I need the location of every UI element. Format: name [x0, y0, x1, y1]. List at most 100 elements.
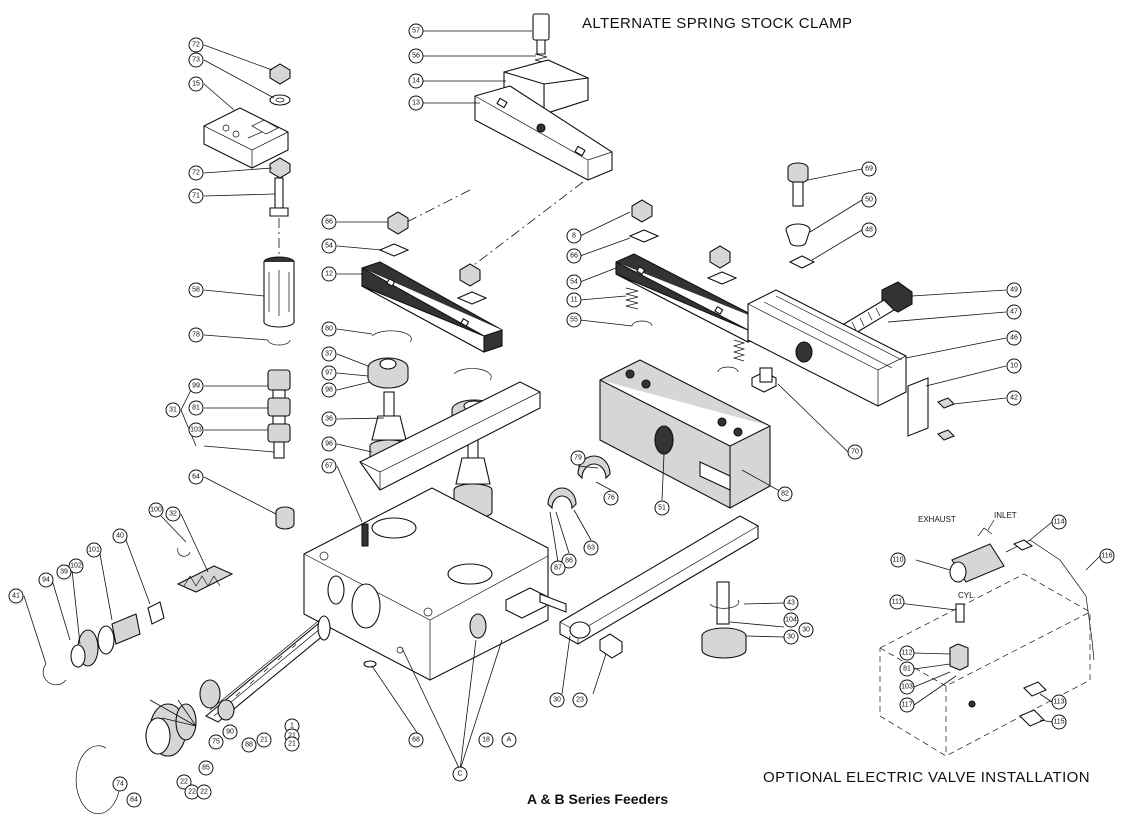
callout-number: 22: [188, 789, 196, 796]
callout-bubble: [603, 490, 619, 506]
callout-number: 68: [412, 737, 420, 744]
callout-number: 67: [325, 463, 333, 470]
callout-bubble: [583, 540, 599, 556]
callout-41: 41: [8, 588, 24, 604]
callout-56: 56: [408, 48, 424, 64]
callout-bubble: [566, 292, 582, 308]
callout-number: 8: [572, 233, 576, 240]
callout-bubble: [890, 552, 906, 568]
callout-bubble: [8, 588, 24, 604]
callout-bubble: [561, 553, 577, 569]
callout-66: 66: [566, 248, 582, 264]
callout-number: 98: [325, 387, 333, 394]
callout-86: 86: [561, 553, 577, 569]
callout-number: 81: [903, 666, 911, 673]
callout-number: 63: [587, 545, 595, 552]
callout-number: 49: [1010, 287, 1018, 294]
callout-number: 31: [169, 407, 177, 414]
callout-number: 86: [565, 558, 573, 565]
leader-lines: [23, 30, 1101, 771]
callout-10: 10: [1006, 358, 1022, 374]
callout-71: 71: [188, 188, 204, 204]
main-body-block: [303, 381, 567, 681]
callout-number: 18: [482, 737, 490, 744]
callout-number: 99: [192, 383, 200, 390]
callout-90: 90: [222, 724, 238, 740]
callout-bubble: [148, 502, 164, 518]
callout-bubble: [284, 736, 300, 752]
valve-installation: [879, 519, 1095, 757]
callout-112: 112: [899, 645, 915, 661]
callout-81: 81: [899, 661, 915, 677]
callout-87: 87: [550, 560, 566, 576]
callout-bubble: [549, 692, 565, 708]
callout-number: 115: [1053, 719, 1064, 726]
callout-69: 69: [861, 161, 877, 177]
diagram-title: A & B Series Feeders: [527, 791, 669, 807]
callout-bubble: [126, 792, 142, 808]
callout-number: 102: [70, 563, 82, 570]
callout-number: 69: [865, 166, 873, 173]
callout-number: 30: [553, 697, 561, 704]
callout-bubble: [198, 760, 214, 776]
callout-80: 80: [321, 321, 337, 337]
callout-bubble: [321, 346, 337, 362]
callout-bubble: [188, 165, 204, 181]
callout-bubble: [408, 95, 424, 111]
callout-bubble: [165, 506, 181, 522]
callout-72: 72: [188, 37, 204, 53]
callout-bubble: [56, 564, 72, 580]
callout-number: 58: [192, 287, 200, 294]
callout-bubble: [899, 645, 915, 661]
callout-number: 13: [412, 100, 420, 107]
callout-bubble: [321, 411, 337, 427]
callout-bubble: [188, 327, 204, 343]
callout-bubble: [321, 436, 337, 452]
callout-bubble: [1051, 514, 1067, 530]
callout-bubble: [899, 697, 915, 713]
callout-bubble: [208, 734, 224, 750]
callout-99: 99: [188, 378, 204, 394]
callout-number: 113: [1053, 699, 1064, 706]
callout-C: C: [452, 766, 468, 782]
callout-number: C: [457, 771, 462, 778]
callout-97: 97: [321, 365, 337, 381]
callout-114: 114: [1051, 514, 1067, 530]
callout-number: 54: [570, 279, 578, 286]
callout-bubble: [783, 629, 799, 645]
callout-number: 70: [851, 449, 859, 456]
callout-39: 39: [56, 564, 72, 580]
callout-74: 74: [112, 776, 128, 792]
callout-bubble: [408, 732, 424, 748]
callout-82: 82: [777, 486, 793, 502]
callout-number: 103: [190, 427, 202, 434]
left-column-assembly: [203, 63, 295, 530]
callout-number: 112: [901, 650, 912, 657]
callout-number: 71: [192, 193, 200, 200]
callout-bubble: [899, 679, 915, 695]
callout-number: 39: [60, 569, 68, 576]
callout-36: 36: [321, 411, 337, 427]
callout-number: 55: [570, 317, 578, 324]
callout-bubble: [38, 572, 54, 588]
callout-55: 55: [566, 312, 582, 328]
callout-58: 58: [188, 282, 204, 298]
callout-number: 21: [260, 737, 268, 744]
callout-number: 30: [802, 627, 810, 634]
callout-number: A: [507, 737, 512, 744]
callout-bubble: [321, 382, 337, 398]
optional-valve-title: OPTIONAL ELECTRIC VALVE INSTALLATION: [763, 769, 1090, 786]
callout-bubble: [1051, 694, 1067, 710]
callout-bubble: [321, 238, 337, 254]
callout-31: 31: [165, 402, 181, 418]
callout-bubble: [222, 724, 238, 740]
callout-bubble: [1099, 548, 1115, 564]
callout-54: 54: [566, 274, 582, 290]
callout-42: 42: [1006, 390, 1022, 406]
callout-50: 50: [861, 192, 877, 208]
callout-bubble: [86, 542, 102, 558]
callout-68: 68: [408, 732, 424, 748]
callout-number: 57: [412, 28, 420, 35]
callout-number: 37: [325, 351, 333, 358]
